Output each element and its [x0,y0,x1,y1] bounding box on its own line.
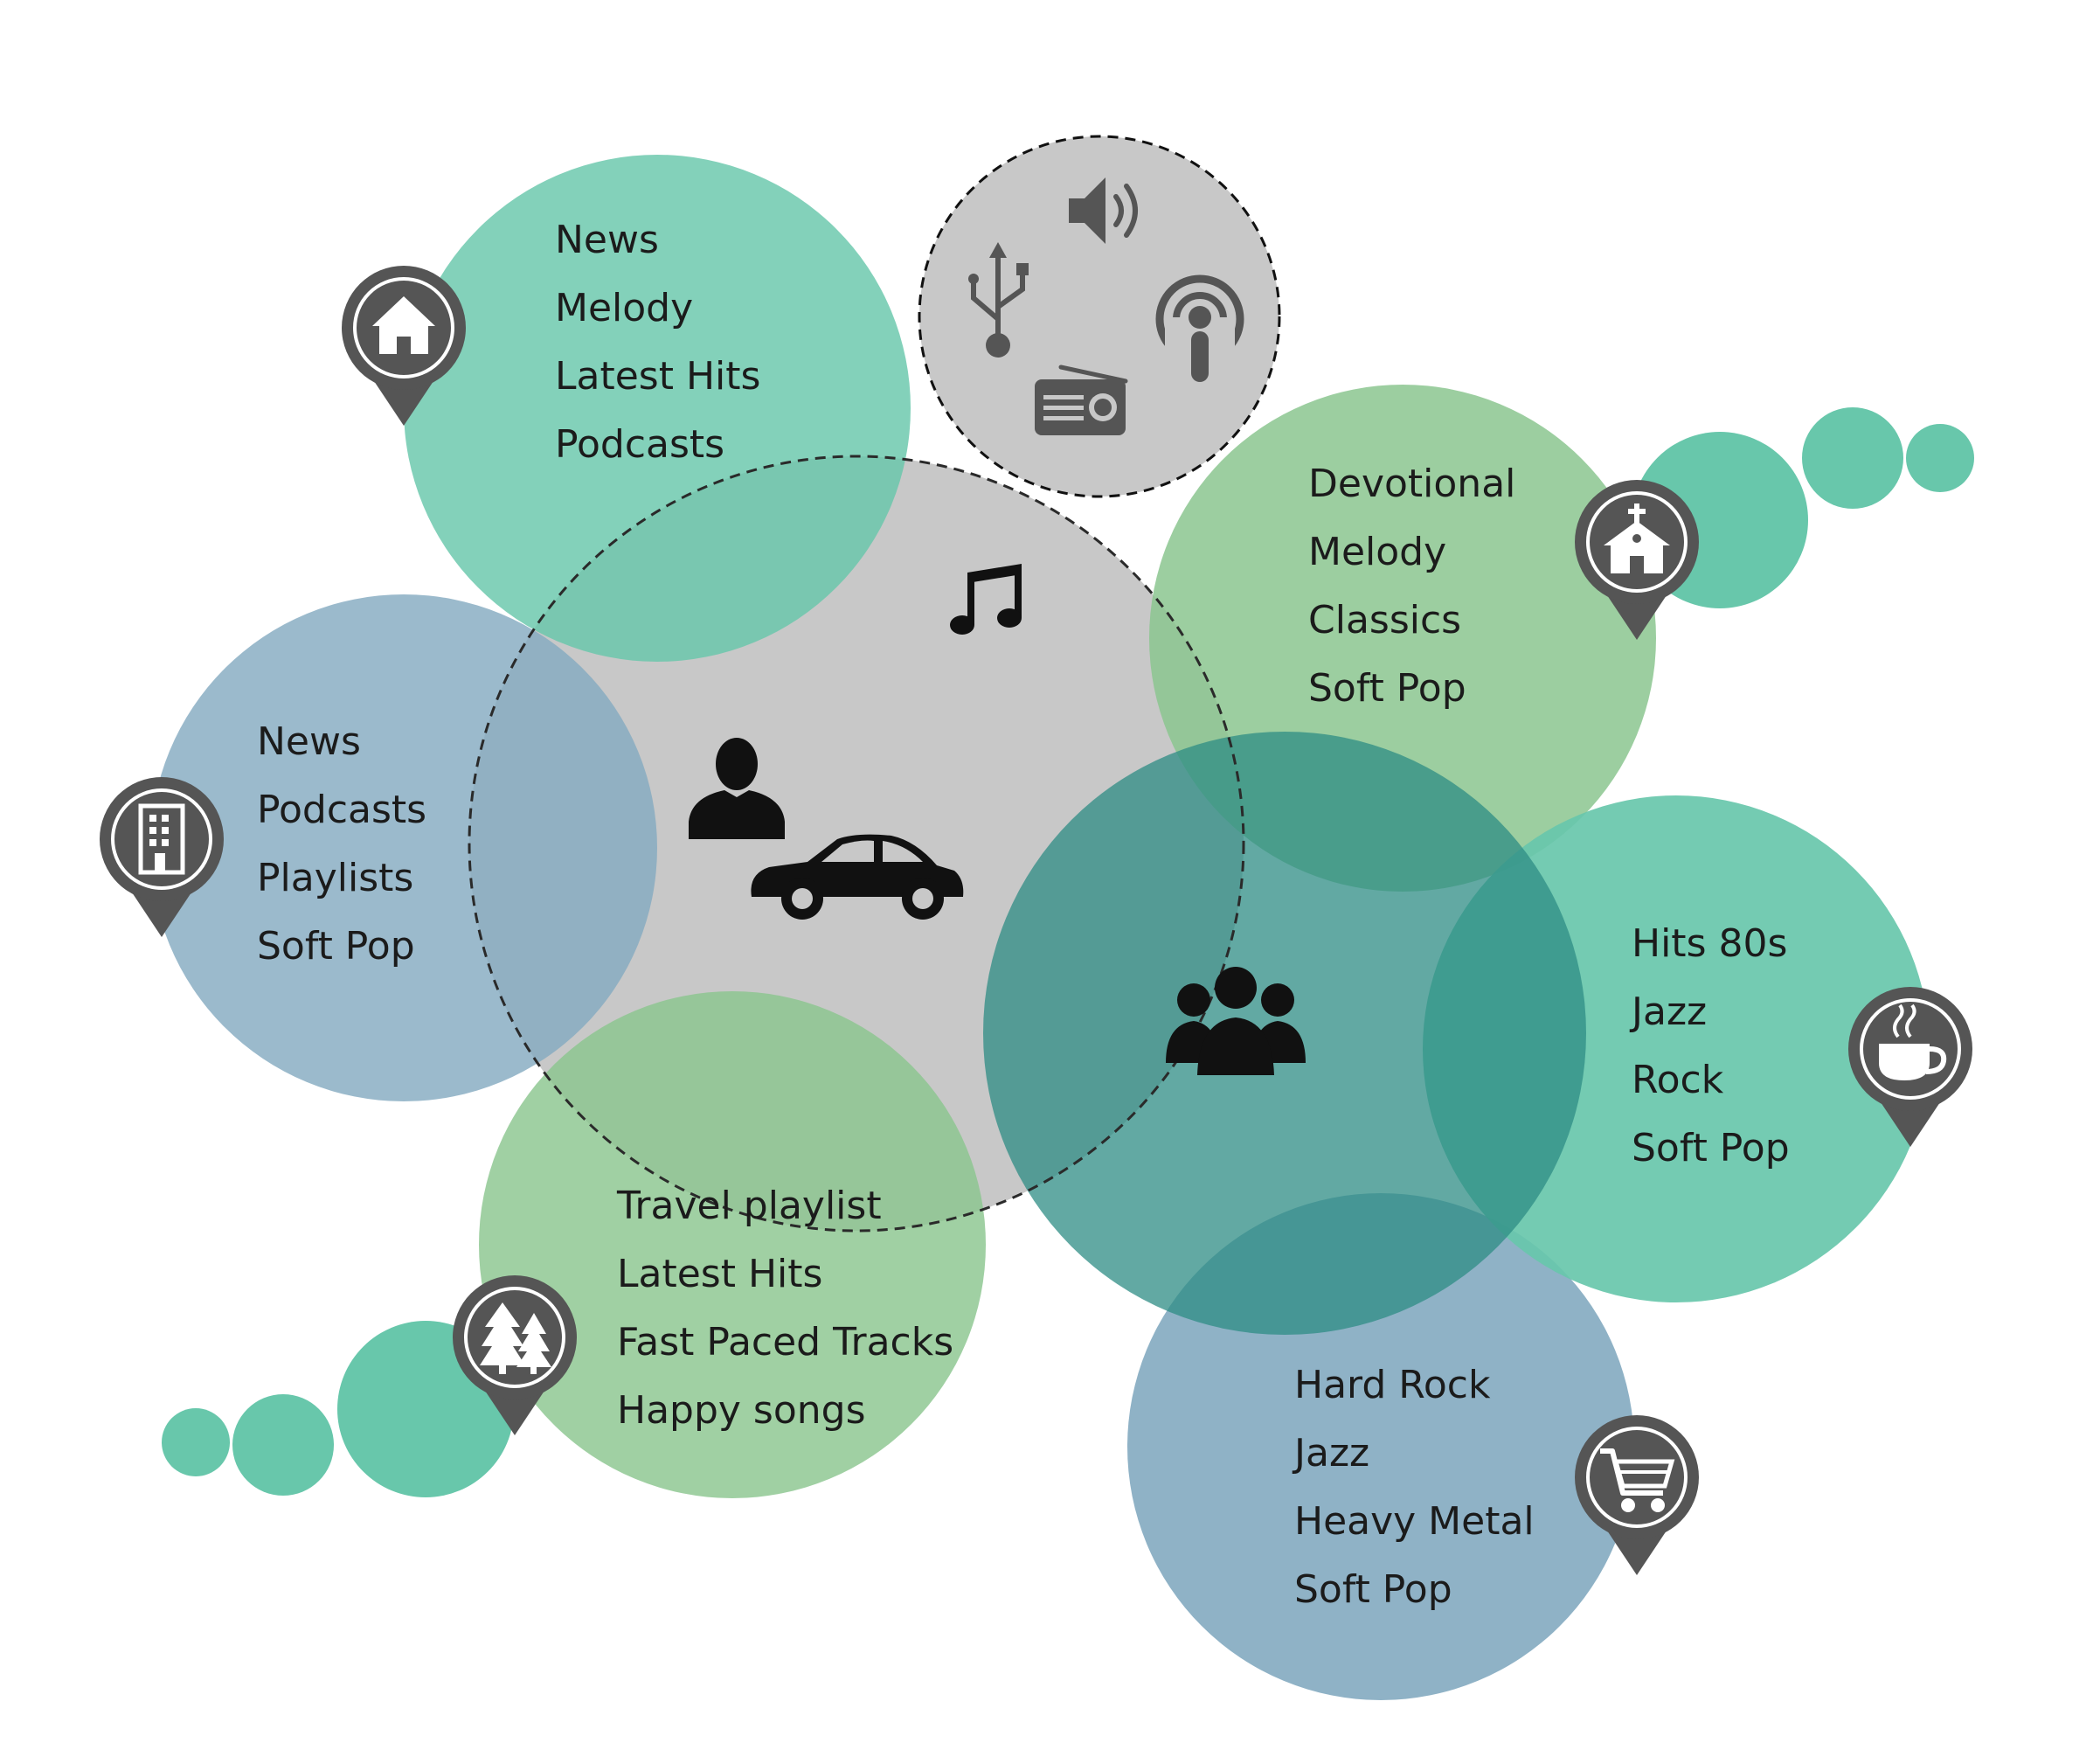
office-pin [100,777,224,937]
home-list: News Melody Latest Hits Podcasts [555,206,760,479]
bubble-decor [162,1408,230,1476]
cafe-pin [1848,987,1972,1147]
list-item: Melody [555,286,694,330]
hub-outline [468,455,1245,1233]
list-item: Melody [1308,530,1447,574]
list-item: Latest Hits [555,354,761,399]
office-circle [150,594,657,1101]
list-item: Devotional [1308,462,1516,506]
trees-icon [480,1302,551,1374]
shopping-list: Hard Rock Jazz Heavy Metal Soft Pop [1294,1351,1535,1624]
list-item: Podcasts [257,788,427,832]
home-icon [372,296,435,354]
list-item: Happy songs [617,1388,866,1433]
home-pin [342,266,466,426]
cafe-list: Hits 80s Jazz Rock Soft Pop [1632,910,1790,1183]
media-sources-circle [918,135,1281,498]
church-list: Devotional Melody Classics Soft Pop [1308,450,1515,723]
list-item: Soft Pop [257,924,415,969]
bubble-decor [1906,424,1974,492]
list-item: Heavy Metal [1294,1499,1535,1544]
list-item: Fast Paced Tracks [617,1320,954,1365]
podcast-icon [1155,274,1244,382]
pins [100,266,1972,1575]
list-item: Hard Rock [1294,1363,1491,1407]
list-item: Playlists [257,856,414,900]
list-item: Jazz [1294,1431,1370,1476]
office-building-icon [138,803,185,875]
church-pin [1575,480,1699,640]
person-icon [689,738,785,839]
home-circle [404,155,911,662]
car-icon [751,834,964,920]
coffee-cup-icon [1879,1003,1947,1080]
usb-icon [968,242,1029,358]
office-list: News Podcasts Playlists Soft Pop [257,708,426,981]
list-item: Soft Pop [1308,666,1466,711]
list-item: Soft Pop [1294,1567,1452,1612]
list-item: News [257,719,361,764]
radio-icon [1035,365,1128,435]
travel-pin [453,1275,577,1435]
church-icon [1604,503,1670,573]
list-item: Rock [1632,1058,1724,1102]
bubble-decor [1802,407,1903,509]
bubble-decor [232,1394,334,1496]
group-icon [1166,967,1306,1075]
speaker-icon [1069,177,1138,244]
context-circles [150,155,1930,1700]
list-item: Hits 80s [1632,921,1788,966]
music-note-icon [950,564,1022,635]
shopping-pin [1575,1415,1699,1575]
list-item: Jazz [1632,990,1708,1034]
travel-list: Travel playlist Latest Hits Fast Paced T… [617,1172,953,1445]
list-item: Classics [1308,598,1462,642]
list-item: Travel playlist [617,1184,882,1228]
list-item: News [555,218,659,262]
shopping-cart-icon [1600,1448,1675,1512]
travel-circle [479,991,986,1498]
list-item: Soft Pop [1632,1126,1790,1170]
list-item: Latest Hits [617,1252,823,1296]
list-item: Podcasts [555,422,725,467]
